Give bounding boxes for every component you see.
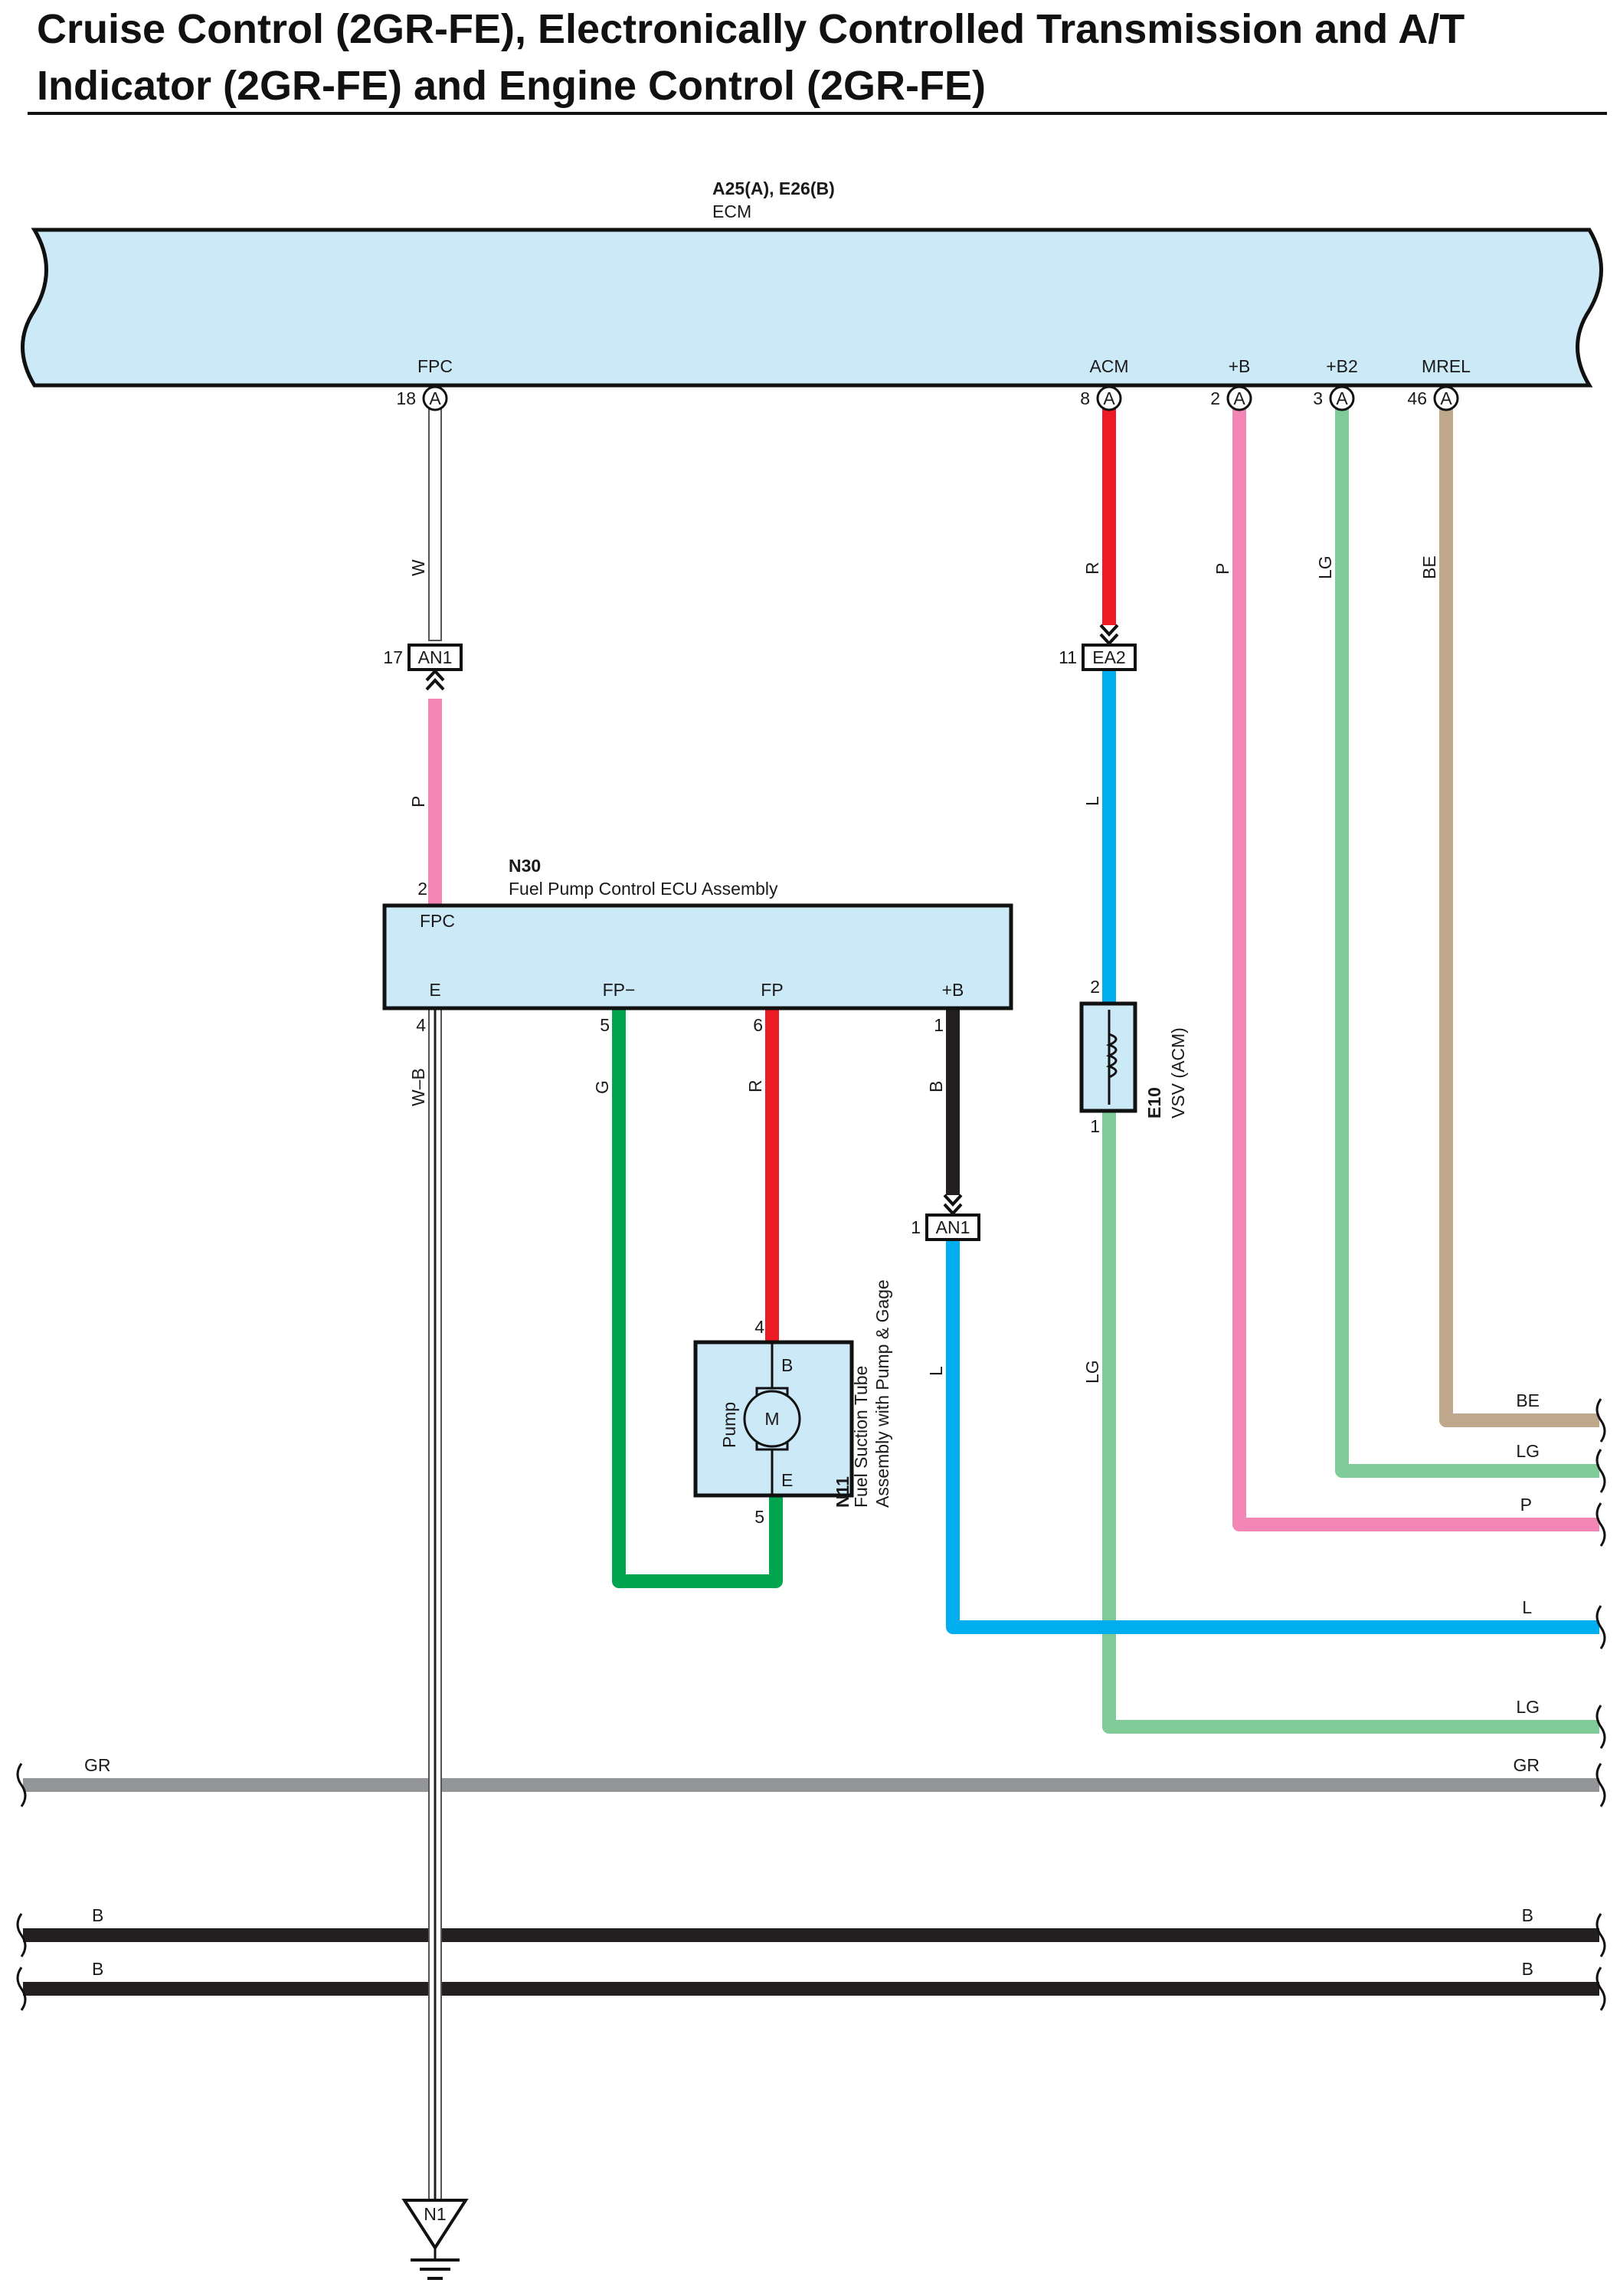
wire-label-right-be: BE — [1516, 1390, 1540, 1410]
vsv-pin-top: 2 — [1090, 977, 1100, 997]
ecm-pin-plus-b: +B — [1229, 356, 1251, 376]
fuel-pump-code: N11 — [833, 1476, 853, 1508]
ecm-name: ECM — [712, 201, 751, 221]
fuel-pump-ecu-pin-fp: FP — [761, 980, 783, 1000]
ecm-pin-acm: ACM — [1089, 356, 1128, 376]
svg-text:3: 3 — [1313, 388, 1323, 408]
wire-label-plus-b: P — [1213, 563, 1232, 575]
wire-label-right-l: L — [1522, 1597, 1532, 1617]
wire-plus-b2-lg — [1335, 406, 1599, 1478]
fuel-pump-terminal-e: E — [781, 1470, 793, 1490]
wire-label-vsv-out: LG — [1082, 1360, 1102, 1384]
fuel-pump-ecu-pin-plus-b-num: 1 — [934, 1015, 944, 1035]
ecm-block — [21, 228, 1603, 388]
fuel-pump-ecu-pin-e: E — [429, 980, 440, 1000]
wire-label-right-lg1: LG — [1516, 1441, 1540, 1461]
svg-text:A: A — [1336, 388, 1348, 408]
svg-text:EA2: EA2 — [1092, 647, 1125, 667]
fuel-pump-terminal-b: B — [781, 1355, 793, 1375]
svg-text:A: A — [1103, 388, 1115, 408]
junction-an1-lower: AN1 1 — [911, 1194, 980, 1241]
fuel-pump-ecu-name: Fuel Pump Control ECU Assembly — [509, 879, 778, 899]
wire-label-an1-out: L — [926, 1366, 946, 1376]
left-wire-breaks — [16, 1763, 27, 2011]
wire-plus-b-pink — [1232, 406, 1599, 1531]
fuel-pump-name-line1: Fuel Suction Tube — [851, 1366, 871, 1508]
svg-text:1: 1 — [911, 1217, 921, 1237]
fuel-pump-ecu-pin-fp-minus-num: 5 — [600, 1015, 610, 1035]
wire-label-gr-right: GR — [1514, 1755, 1540, 1775]
wire-label-b1-right: B — [1522, 1905, 1533, 1925]
svg-text:2: 2 — [1210, 388, 1220, 408]
wire-label-b2-right: B — [1522, 1959, 1533, 1979]
wire-fpc-white — [428, 405, 442, 641]
wire-label-ecu-fp-minus: G — [592, 1080, 612, 1094]
fuel-pump-ecu-pin-fp-num: 6 — [753, 1015, 763, 1035]
ecm-terminal-mrel: A 46 — [1407, 385, 1459, 411]
wire-label-mrel: BE — [1419, 555, 1439, 579]
fuel-pump-ecu-pin-e-num: 4 — [416, 1015, 426, 1035]
page-title-line1: Cruise Control (2GR-FE), Electronically … — [37, 6, 1465, 52]
ecm-terminal-plus-b2: A 3 — [1313, 385, 1355, 411]
fuel-pump-ecu-pin-fpc-num: 2 — [417, 879, 427, 899]
fuel-pump-ecu-pin-fp-minus: FP− — [603, 980, 636, 1000]
wire-label-fpc-upper: W — [408, 559, 428, 576]
wire-label-ecu-fp: R — [745, 1079, 765, 1092]
fuel-pump-pin-top: 4 — [754, 1317, 764, 1337]
ecm-terminal-fpc: A 18 — [396, 385, 448, 411]
page-title-line2: Indicator (2GR-FE) and Engine Control (2… — [37, 63, 986, 109]
svg-text:11: 11 — [1059, 647, 1077, 667]
wire-an1-blue — [946, 1236, 1599, 1634]
wire-label-acm-lower: L — [1082, 796, 1102, 806]
right-wire-breaks — [1595, 1398, 1606, 2011]
wire-label-b1-left: B — [92, 1905, 103, 1925]
fuel-pump-pin-bottom: 5 — [754, 1507, 764, 1527]
wire-label-acm-upper: R — [1082, 562, 1102, 575]
ecm-connectors: A25(A), E26(B) — [712, 179, 835, 198]
fuel-pump-motor-label: M — [764, 1409, 779, 1429]
svg-text:17: 17 — [383, 647, 403, 667]
svg-text:18: 18 — [396, 388, 416, 408]
fuel-pump-name-line2: Assembly with Pump & Gage — [872, 1279, 892, 1508]
fuel-pump-ecu-block — [382, 903, 1013, 1010]
ecm-pin-plus-b2: +B2 — [1326, 356, 1358, 376]
fuel-pump-ecu-pin-fpc: FPC — [420, 911, 455, 931]
svg-text:AN1: AN1 — [418, 647, 453, 667]
wire-mrel-beige — [1439, 406, 1599, 1427]
wire-label-right-p: P — [1520, 1495, 1532, 1515]
ecm-terminal-acm: A 8 — [1080, 385, 1122, 411]
wire-label-gr-left: GR — [84, 1755, 111, 1775]
ground-code: N1 — [424, 2204, 446, 2224]
svg-text:46: 46 — [1407, 388, 1427, 408]
vsv-name: VSV (ACM) — [1168, 1027, 1188, 1119]
junction-an1-upper: AN1 17 — [383, 644, 463, 691]
vsv-code: E10 — [1144, 1087, 1164, 1119]
svg-text:AN1: AN1 — [936, 1217, 970, 1237]
wire-fp-minus-green — [612, 1005, 783, 1588]
vsv-acm-component — [1079, 1001, 1137, 1113]
svg-text:A: A — [429, 388, 441, 408]
wire-label-right-lg2: LG — [1516, 1697, 1540, 1717]
wire-ecu-e-white-black — [428, 1004, 442, 2201]
wire-label-ecu-plus-b: B — [926, 1081, 946, 1092]
svg-text:8: 8 — [1080, 388, 1090, 408]
ground-symbol — [401, 2199, 469, 2280]
wire-label-b2-left: B — [92, 1959, 103, 1979]
svg-text:A: A — [1233, 388, 1245, 408]
fuel-pump-motor — [743, 1342, 801, 1495]
fuel-pump-inner-label: Pump — [719, 1402, 739, 1448]
wire-vsv-lg — [1102, 1111, 1599, 1734]
junction-ea2: EA2 11 — [1059, 624, 1137, 671]
svg-text:A: A — [1440, 388, 1452, 408]
ecm-pin-fpc: FPC — [417, 356, 453, 376]
wire-label-ecu-e: W–B — [408, 1068, 428, 1106]
fuel-pump-ecu-pin-plus-b: +B — [942, 980, 964, 1000]
ecm-pin-mrel: MREL — [1422, 356, 1471, 376]
wire-label-fpc-lower: P — [408, 796, 428, 807]
fuel-pump-ecu-code: N30 — [509, 856, 541, 876]
wire-label-plus-b2: LG — [1315, 555, 1335, 579]
vsv-pin-bottom: 1 — [1090, 1116, 1100, 1136]
ecm-terminal-plus-b: A 2 — [1210, 385, 1252, 411]
